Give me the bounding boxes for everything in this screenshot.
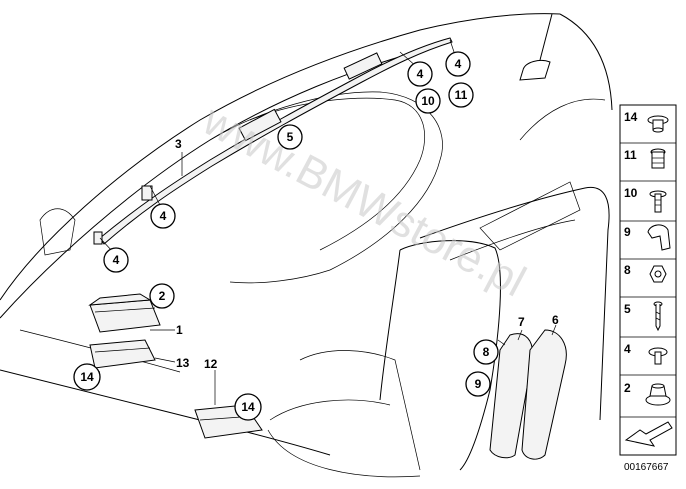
callout-4-d: 4 — [445, 51, 471, 77]
svg-text:4: 4 — [113, 253, 120, 267]
callout-2: 2 — [149, 283, 175, 309]
car-body-outline — [0, 13, 613, 456]
callout-10: 10 — [415, 88, 441, 114]
callout-9: 9 — [465, 371, 491, 397]
svg-text:8: 8 — [483, 345, 490, 359]
callout-5: 5 — [277, 124, 303, 150]
svg-text:14: 14 — [624, 110, 638, 124]
expanding-rivet-icon — [650, 148, 666, 169]
label-13: 13 — [176, 356, 190, 370]
svg-text:14: 14 — [80, 370, 94, 384]
watermark: www.BMWstore.pl — [194, 95, 533, 306]
head-airbag-curtain — [93, 37, 453, 245]
svg-text:9: 9 — [475, 377, 482, 391]
callout-8: 8 — [473, 339, 499, 365]
label-6: 6 — [552, 313, 559, 327]
label-1: 1 — [176, 323, 183, 337]
parts-legend: 14 11 10 9 8 — [619, 104, 677, 456]
callout-14-b: 14 — [234, 393, 262, 421]
svg-text:14: 14 — [241, 400, 255, 414]
callout-4-b: 4 — [103, 247, 129, 273]
hex-bolt-washer-icon — [649, 190, 667, 213]
svg-text:8: 8 — [624, 263, 631, 277]
callout-11: 11 — [448, 82, 474, 108]
callout-4-a: 4 — [150, 203, 176, 229]
front-passenger-airbag — [88, 293, 161, 333]
clamp-clip-icon — [647, 224, 671, 251]
hex-nut-icon — [649, 265, 667, 283]
airbag-bracket — [89, 339, 156, 369]
svg-text:2: 2 — [624, 381, 631, 395]
svg-text:4: 4 — [455, 57, 462, 71]
svg-text:11: 11 — [624, 148, 637, 162]
svg-text:2: 2 — [159, 289, 166, 303]
label-7: 7 — [518, 315, 525, 329]
svg-text:4: 4 — [624, 342, 631, 356]
svg-text:11: 11 — [455, 88, 468, 102]
collar-nut-icon — [645, 383, 671, 406]
svg-text:10: 10 — [624, 186, 638, 200]
callout-4-c: 4 — [407, 61, 433, 87]
label-12: 12 — [204, 357, 218, 371]
screw-icon — [653, 301, 663, 332]
direction-arrow-icon — [624, 421, 673, 447]
clip-nut-icon — [647, 115, 669, 133]
callout-14-a: 14 — [73, 363, 101, 391]
svg-text:5: 5 — [287, 130, 294, 144]
svg-text:4: 4 — [417, 67, 424, 81]
svg-text:3: 3 — [175, 137, 182, 151]
side-airbag — [489, 329, 567, 460]
callout-3: 3 — [175, 137, 182, 151]
svg-text:9: 9 — [624, 225, 631, 239]
svg-text:10: 10 — [421, 94, 435, 108]
push-clip-icon — [648, 347, 668, 365]
svg-text:5: 5 — [624, 302, 631, 316]
diagram-number: 00167667 — [624, 462, 669, 473]
svg-text:4: 4 — [160, 209, 167, 223]
seat-outline — [267, 240, 501, 478]
